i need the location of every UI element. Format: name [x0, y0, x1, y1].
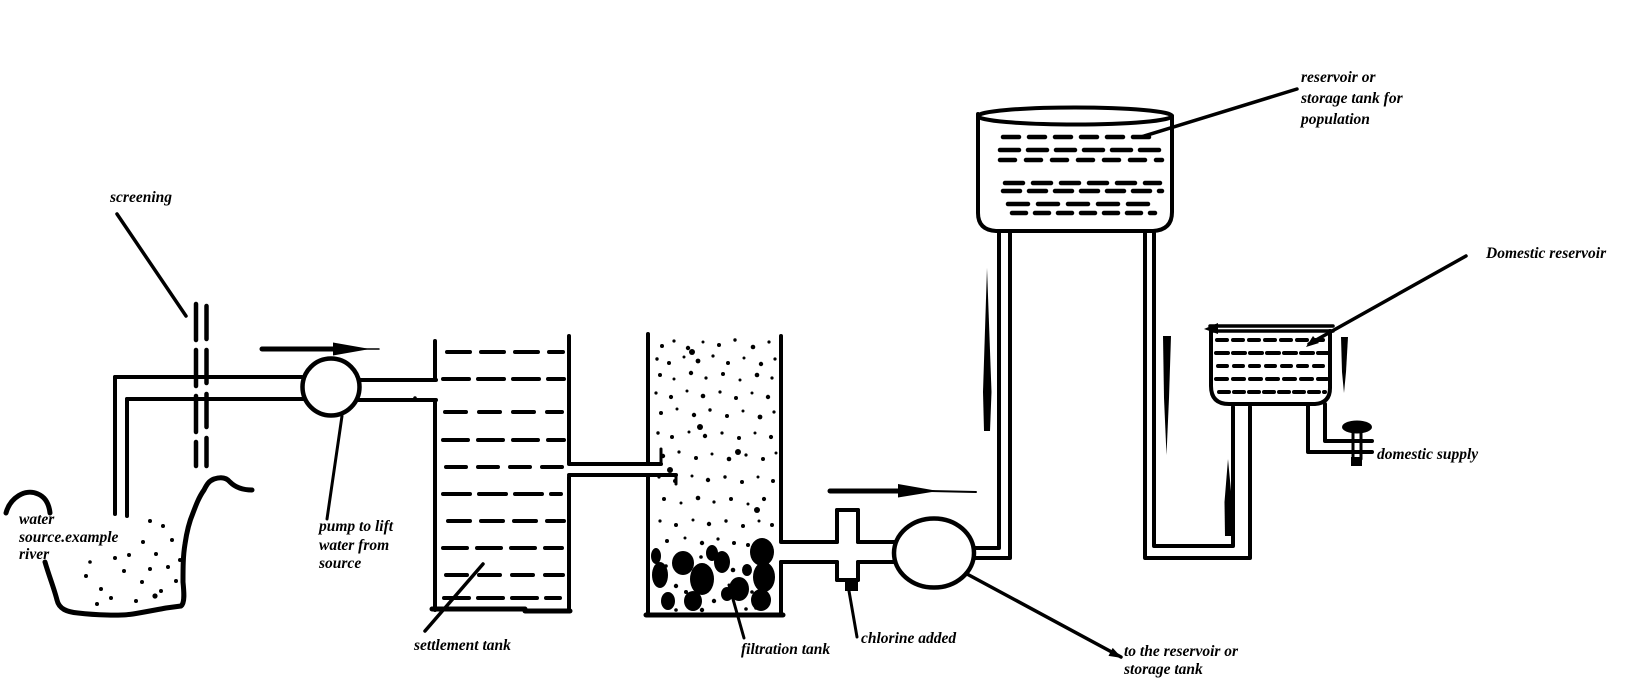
label-water-source: water source.example river	[19, 511, 119, 563]
pointer-domestic-reservoir	[1307, 254, 1468, 346]
filtration-sand-dots	[654, 338, 778, 546]
pointer-to-reservoir-arrowhead	[1108, 647, 1122, 658]
label-to-reservoir: to the reservoir or storage tank	[1124, 643, 1239, 678]
pointer-to-reservoir	[965, 572, 1123, 659]
label-domestic-supply: domestic supply	[1377, 446, 1479, 463]
label-pump-lift: pump to lift water from source	[319, 518, 394, 572]
storage-reservoir-tank	[976, 105, 1174, 233]
flow-arrow-up-domestic	[1224, 459, 1232, 536]
supply-pipe	[1306, 402, 1374, 454]
stray-speck	[413, 396, 417, 400]
pointer-domestic-arrowhead	[1306, 336, 1319, 347]
flow-arrow-down-pipe	[1163, 336, 1171, 455]
domestic-reservoir-tank	[1204, 323, 1335, 406]
river-shape	[3, 475, 255, 618]
flow-arrow-right-2	[827, 484, 977, 498]
distribution-pipe	[1143, 231, 1252, 560]
filtration-tank	[643, 332, 786, 618]
label-chlorine-added: chlorine added	[861, 630, 957, 647]
label-settlement-tank: settlement tank	[414, 637, 511, 654]
pointer-settlement	[423, 562, 485, 633]
reservoir-water-dashes	[997, 134, 1166, 216]
settlement-tank	[429, 334, 573, 614]
pump-2	[891, 516, 977, 590]
transfer-pipe	[567, 447, 678, 486]
pointer-chlorine	[847, 589, 859, 639]
intake-pipe	[113, 375, 438, 518]
chlorinated-pipe	[779, 540, 902, 564]
label-filtration-tank: filtration tank	[741, 641, 831, 658]
label-screening: screening	[110, 189, 172, 206]
label-domestic-reservoir: Domestic reservoir	[1486, 245, 1607, 262]
screening-bars	[193, 301, 209, 469]
chlorine-injector	[835, 508, 860, 591]
flow-arrow-up-riser	[983, 268, 992, 431]
pointer-filtration	[727, 583, 746, 640]
filtration-gravel-blobs	[651, 538, 775, 613]
tap-valve	[1342, 420, 1372, 466]
river-water-dots	[84, 519, 182, 606]
flow-arrow-down-domestic	[1341, 337, 1348, 393]
pointer-lines	[115, 87, 1468, 659]
label-storage-reservoir: reservoir or storage tank for population	[1301, 69, 1403, 128]
pump-1	[300, 356, 362, 418]
pointer-screening	[115, 212, 188, 318]
pointer-pump1	[325, 414, 344, 521]
domestic-water-dashes	[1214, 338, 1330, 394]
settlement-water-dashes	[441, 350, 566, 600]
pointer-reservoir	[1139, 87, 1299, 139]
flow-arrow-right-1	[259, 342, 380, 356]
